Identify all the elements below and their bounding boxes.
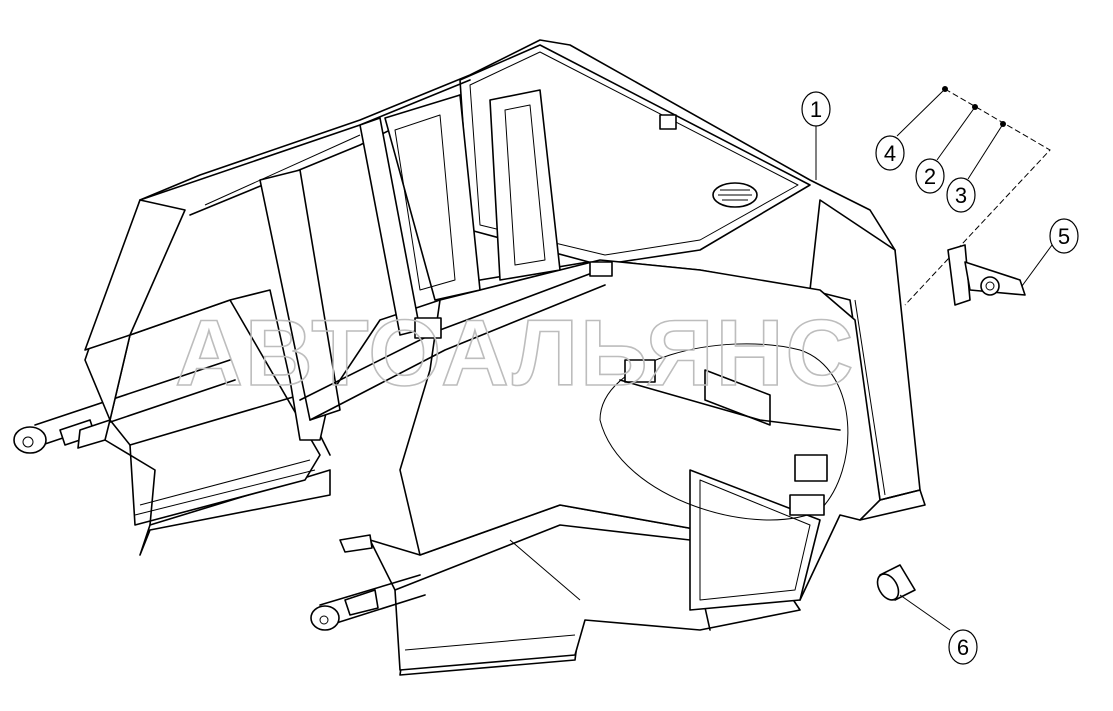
callout-6-label: 6 <box>957 635 969 660</box>
callout-4-label: 4 <box>884 141 896 166</box>
callout-3-label: 3 <box>955 183 967 208</box>
callout-3: 3 <box>946 123 1004 213</box>
left-tie-rod <box>13 359 236 454</box>
callout-4: 4 <box>875 88 946 171</box>
right-tie-rod <box>310 534 426 631</box>
cab-body <box>84 39 926 611</box>
plug-part <box>876 564 916 601</box>
callout-2-label: 2 <box>924 164 936 189</box>
callout-5: 5 <box>1021 218 1079 287</box>
callout-5-label: 5 <box>1058 224 1070 249</box>
latch-part <box>947 244 1026 306</box>
watermark-text: АВТОАЛЬЯНС <box>175 300 855 405</box>
callout-2: 2 <box>915 106 976 194</box>
callout-6: 6 <box>899 594 978 665</box>
callout-1: 1 <box>801 91 831 180</box>
callout-1-label: 1 <box>810 97 822 122</box>
